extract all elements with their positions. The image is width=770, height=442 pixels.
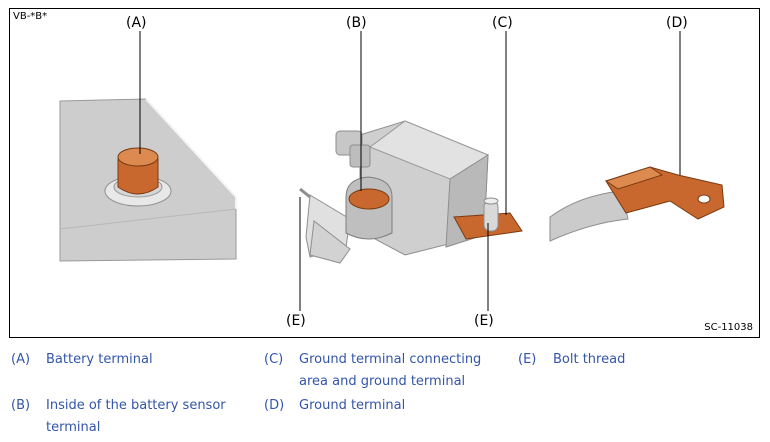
diagram-figure: VB-*B* SC-11038 [9,8,760,338]
callout-a: (A) [126,15,147,31]
legend-key-d: (D) [264,398,285,413]
battery-sensor-illustration [299,31,523,311]
legend-label-b: Inside of the battery sensor terminal [46,398,226,435]
legend-label-d: Ground terminal [299,398,406,413]
legend-key-b: (B) [11,398,31,413]
ground-terminal-illustration [549,31,725,242]
callout-b: (B) [346,15,367,31]
callout-e-right: (E) [474,313,494,329]
legend-key-a: (A) [11,352,31,367]
legend-key-e: (E) [518,352,537,367]
legend-label-e: Bolt thread [553,352,626,367]
figure-code-top-left: VB-*B* [13,11,48,22]
callout-d: (D) [666,15,688,31]
battery-terminal-illustration [59,31,237,262]
legend-label-c: Ground terminal connecting area and grou… [299,352,482,389]
callout-c: (C) [492,15,513,31]
legend-label-a: Battery terminal [46,352,153,367]
legend: (A) Battery terminal (B) Inside of the b… [9,344,760,440]
legend-key-c: (C) [264,352,284,367]
figure-code-bottom-right: SC-11038 [704,322,753,333]
diagram-drawing [59,31,725,311]
callout-e-left: (E) [286,313,306,329]
